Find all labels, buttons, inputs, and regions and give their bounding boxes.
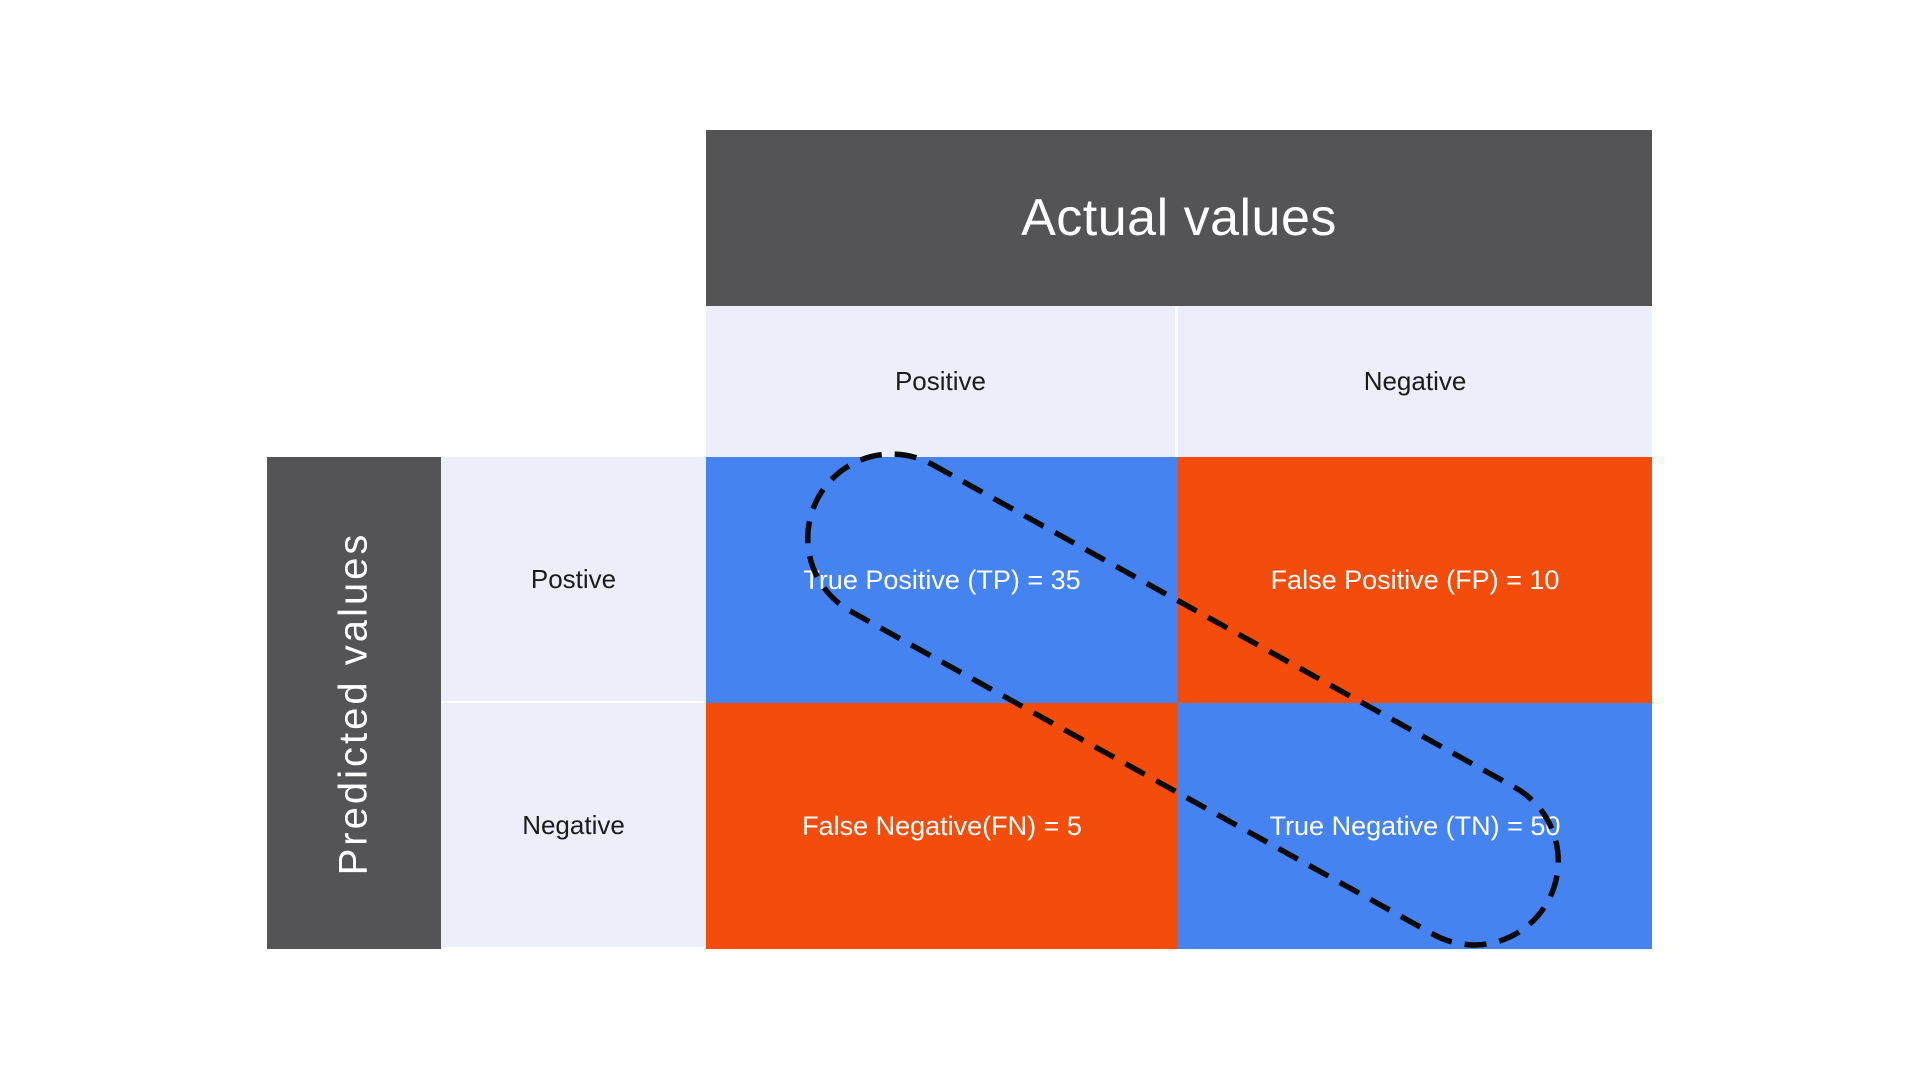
- column-headers-row: Positive Negative: [706, 306, 1652, 457]
- row-header-positive-label: Postive: [530, 563, 617, 594]
- col-header-negative-label: Negative: [1363, 366, 1467, 396]
- cell-false-negative: False Negative(FN) = 5: [706, 703, 1178, 949]
- cell-true-positive-label: True Positive (TP) = 35: [803, 564, 1081, 595]
- predicted-values-label: Predicted values: [331, 531, 376, 875]
- matrix-cells-grid: True Positive (TP) = 35 False Positive (…: [706, 457, 1652, 949]
- cell-true-positive: True Positive (TP) = 35: [706, 457, 1178, 703]
- actual-values-header: Actual values: [706, 130, 1652, 306]
- cell-false-negative-label: False Negative(FN) = 5: [802, 810, 1082, 841]
- cell-false-positive: False Positive (FP) = 10: [1178, 457, 1652, 703]
- row-header-negative-label: Negative: [522, 809, 625, 840]
- row-headers-column: Postive Negative: [441, 457, 706, 949]
- predicted-values-header: Predicted values: [267, 457, 441, 949]
- actual-values-label: Actual values: [1021, 189, 1337, 247]
- col-header-positive-label: Positive: [894, 366, 987, 396]
- row-header-positive: Postive: [441, 457, 706, 703]
- col-header-negative: Negative: [1178, 306, 1652, 457]
- cell-true-negative: True Negative (TN) = 50: [1178, 703, 1652, 949]
- col-header-positive: Positive: [706, 306, 1178, 457]
- cell-false-positive-label: False Positive (FP) = 10: [1270, 564, 1560, 595]
- cell-true-negative-label: True Negative (TN) = 50: [1269, 810, 1561, 841]
- row-header-negative: Negative: [441, 703, 706, 947]
